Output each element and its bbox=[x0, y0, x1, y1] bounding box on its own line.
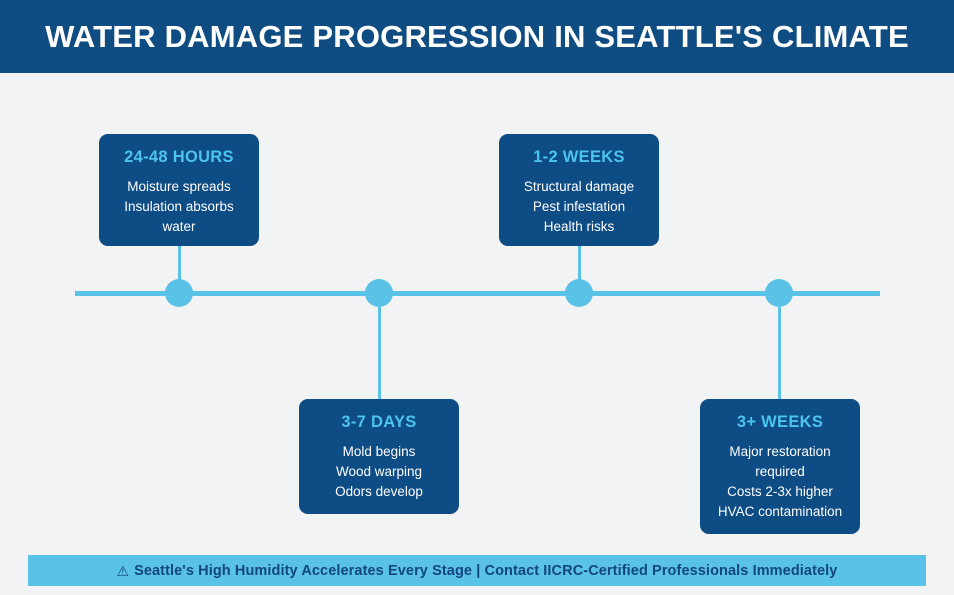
stage-card-body: Major restoration required Costs 2-3x hi… bbox=[714, 442, 846, 522]
timeline-stem-1 bbox=[178, 246, 181, 281]
stage-card-title: 3+ WEEKS bbox=[736, 413, 824, 431]
stage-card-body: Structural damage Pest infestation Healt… bbox=[513, 177, 645, 237]
stage-card-line: Odors develop bbox=[335, 483, 423, 499]
stage-card-title: 24-48 HOURS bbox=[124, 148, 234, 166]
stage-card-line: Major restoration bbox=[729, 443, 831, 459]
stage-card-title: 3-7 DAYS bbox=[341, 413, 417, 431]
stage-card-line: HVAC contamination bbox=[717, 503, 843, 519]
stage-card-3-plus-weeks[interactable]: 3+ WEEKS Major restoration required Cost… bbox=[700, 399, 860, 534]
page-title: WATER DAMAGE PROGRESSION IN SEATTLE'S CL… bbox=[45, 18, 909, 54]
timeline-marker-2[interactable] bbox=[365, 279, 393, 307]
timeline-axis bbox=[75, 291, 880, 296]
stage-card-line: Costs 2-3x higher bbox=[727, 483, 833, 499]
warning-triangle-icon: ⚠ bbox=[116, 562, 130, 579]
timeline-stem-4 bbox=[778, 307, 781, 399]
stage-card-line: Insulation absorbs bbox=[124, 198, 234, 214]
stage-card-line: Structural damage bbox=[523, 178, 635, 194]
timeline-marker-3[interactable] bbox=[565, 279, 593, 307]
stage-card-line: required bbox=[755, 463, 805, 479]
timeline-stem-3 bbox=[578, 246, 581, 281]
page-header: WATER DAMAGE PROGRESSION IN SEATTLE'S CL… bbox=[0, 0, 954, 73]
timeline-marker-1[interactable] bbox=[165, 279, 193, 307]
stage-card-line: Wood warping bbox=[335, 463, 423, 479]
stage-card-line: Moisture spreads bbox=[127, 178, 231, 194]
timeline-marker-4[interactable] bbox=[765, 279, 793, 307]
footer-banner: ⚠ Seattle's High Humidity Accelerates Ev… bbox=[28, 555, 926, 586]
footer-message: Seattle's High Humidity Accelerates Ever… bbox=[134, 562, 838, 579]
stage-card-title: 1-2 WEEKS bbox=[533, 148, 625, 166]
stage-card-24-48-hours[interactable]: 24-48 HOURS Moisture spreads Insulation … bbox=[99, 134, 259, 246]
stage-card-line: Mold begins bbox=[342, 443, 416, 459]
stage-card-body: Moisture spreads Insulation absorbs wate… bbox=[113, 177, 245, 237]
stage-card-3-7-days[interactable]: 3-7 DAYS Mold begins Wood warping Odors … bbox=[299, 399, 459, 514]
stage-card-body: Mold begins Wood warping Odors develop bbox=[313, 442, 445, 502]
stage-card-1-2-weeks[interactable]: 1-2 WEEKS Structural damage Pest infesta… bbox=[499, 134, 659, 246]
stage-card-line: Pest infestation bbox=[532, 198, 626, 214]
timeline-canvas: 24-48 HOURS Moisture spreads Insulation … bbox=[0, 73, 954, 553]
stage-card-line: Health risks bbox=[543, 218, 615, 234]
stage-card-line: water bbox=[162, 218, 196, 234]
timeline-stem-2 bbox=[378, 307, 381, 399]
